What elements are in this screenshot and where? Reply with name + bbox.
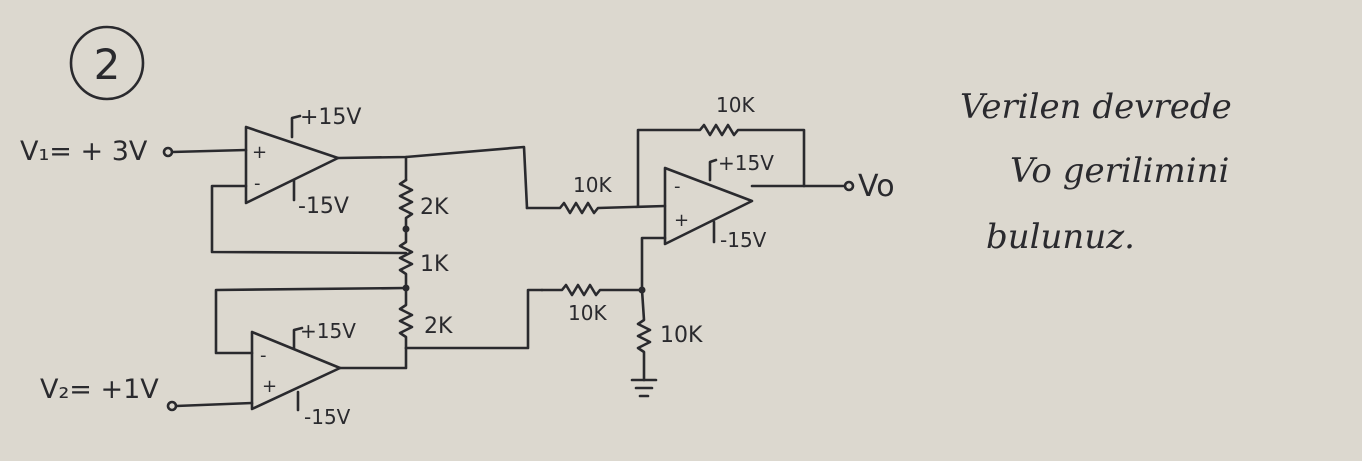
opamp-bottom-vpos-label: +15V [300,319,356,343]
resistor-ground [636,288,652,382]
opamp-out-plus-wire [640,236,667,292]
note-line-2: Vo gerilimini [1010,151,1229,191]
opamp-bottom-triangle [250,330,342,411]
input-v1: V₁= + 3V [20,136,248,167]
resistor-chain: 2K 1K 2K [398,155,544,350]
opamp-top-minus: - [254,173,261,194]
opamp-top: + - +15V -15V [210,105,529,255]
note-line-1: Verilen devrede [960,87,1232,127]
opamp-out-triangle [663,166,754,246]
opamp-bottom-minus: - [260,345,267,366]
opamp-bottom-vpos-lead [292,326,304,350]
vo-label: Vo [858,169,895,204]
v2-label: V₂= +1V [40,374,159,405]
opamp-out-vpos-label: +15V [718,151,774,175]
vo-terminal [843,180,855,192]
opamp-out-vpos-lead [708,158,718,182]
v1-label: V₁= + 3V [20,136,148,167]
ground-icon [630,378,658,398]
resistor-in-top [525,201,667,215]
opamp-top-vpos-lead [290,114,302,139]
opamp-bottom: - + +15V -15V [214,286,408,429]
resistor-mid-1k-label: 1K [420,252,449,277]
opamp-bottom-plus: + [262,376,277,397]
problem-number-circle [69,25,145,101]
opamp-out: 10K - + +15V -15V 10K Vo 10K 10K [525,93,895,398]
resistor-in-bottom-label: 10K [568,301,607,325]
note-line-3: bulunuz. [986,217,1135,257]
resistor-bot-2k-label: 2K [424,314,453,339]
input-v2: V₂= +1V [40,374,254,412]
problem-number-badge: 2 [69,25,145,101]
opamp-top-vpos-label: +15V [300,105,361,130]
opamp-top-vneg-label: -15V [298,194,349,219]
opamp-out-plus: + [674,210,689,231]
resistor-ground-label: 10K [660,323,703,348]
opamp-bottom-output-wire [338,346,408,370]
opamp-out-minus: - [674,176,681,197]
v1-wire [170,148,248,154]
resistor-bot-2k [398,286,414,350]
resistor-feedback [636,123,806,208]
opamp-top-output-wire [336,145,529,210]
v2-wire [174,401,254,408]
resistor-in-bottom [540,283,644,297]
problem-number: 2 [94,40,121,89]
opamp-out-vneg-label: -15V [720,228,767,252]
opamp-top-plus: + [252,142,267,163]
resistor-in-top-label: 10K [573,173,612,197]
opamp-bottom-feedback-wire [214,286,408,355]
resistor-top-2k [398,178,414,230]
problem-statement: Verilen devrede Vo gerilimini bulunuz. [960,87,1232,257]
opamp-bottom-vneg-label: -15V [304,405,351,429]
chain-wire-bottom [404,288,544,350]
resistor-feedback-label: 10K [716,93,755,117]
resistor-mid-1k [398,227,414,289]
resistor-top-2k-label: 2K [420,195,449,220]
opamp-top-feedback-wire [210,184,408,255]
opamp-top-triangle [244,125,340,205]
